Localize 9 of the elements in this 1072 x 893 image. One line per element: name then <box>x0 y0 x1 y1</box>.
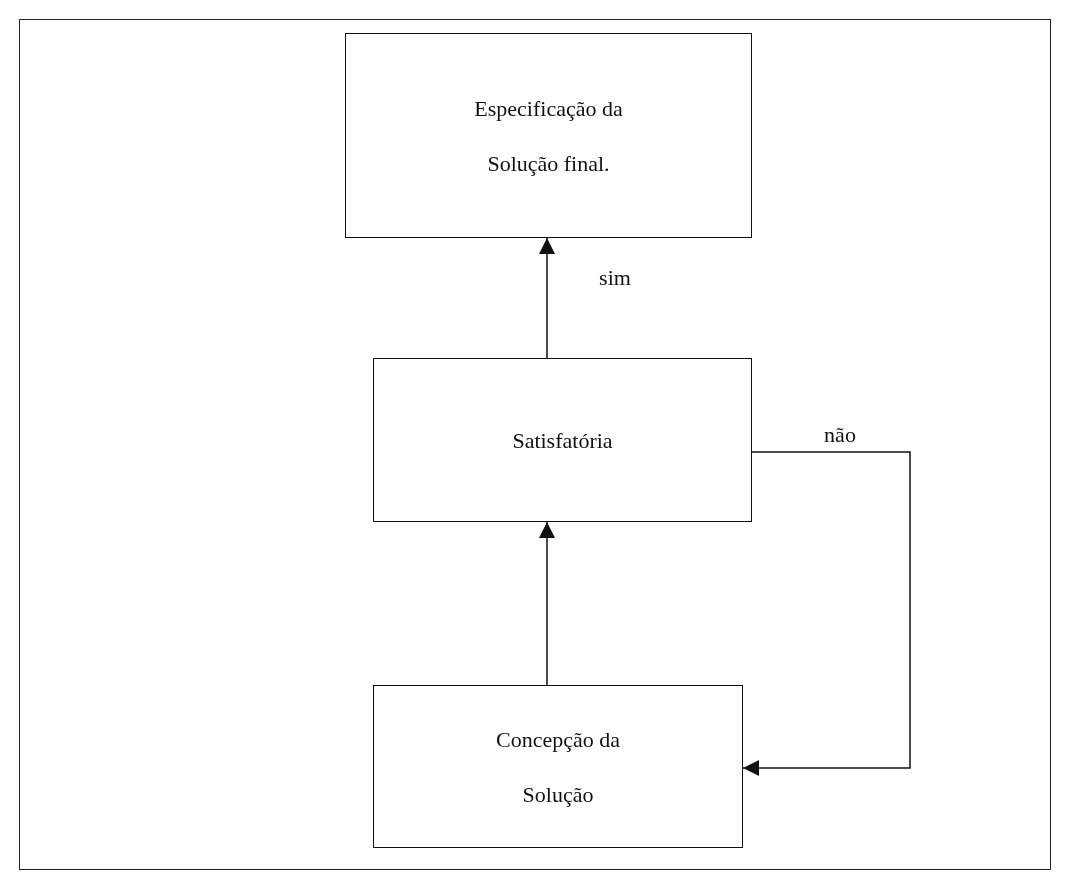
box-text: Concepção da Solução <box>495 725 621 809</box>
process-box <box>373 358 752 522</box>
arrow <box>539 521 555 686</box>
arrow <box>539 237 555 359</box>
box-text: Satisfatória <box>511 426 614 455</box>
process-box <box>373 685 743 848</box>
process-box <box>345 33 752 238</box>
box-text: Especificação da Solução final. <box>473 94 624 178</box>
arrow <box>742 451 911 776</box>
